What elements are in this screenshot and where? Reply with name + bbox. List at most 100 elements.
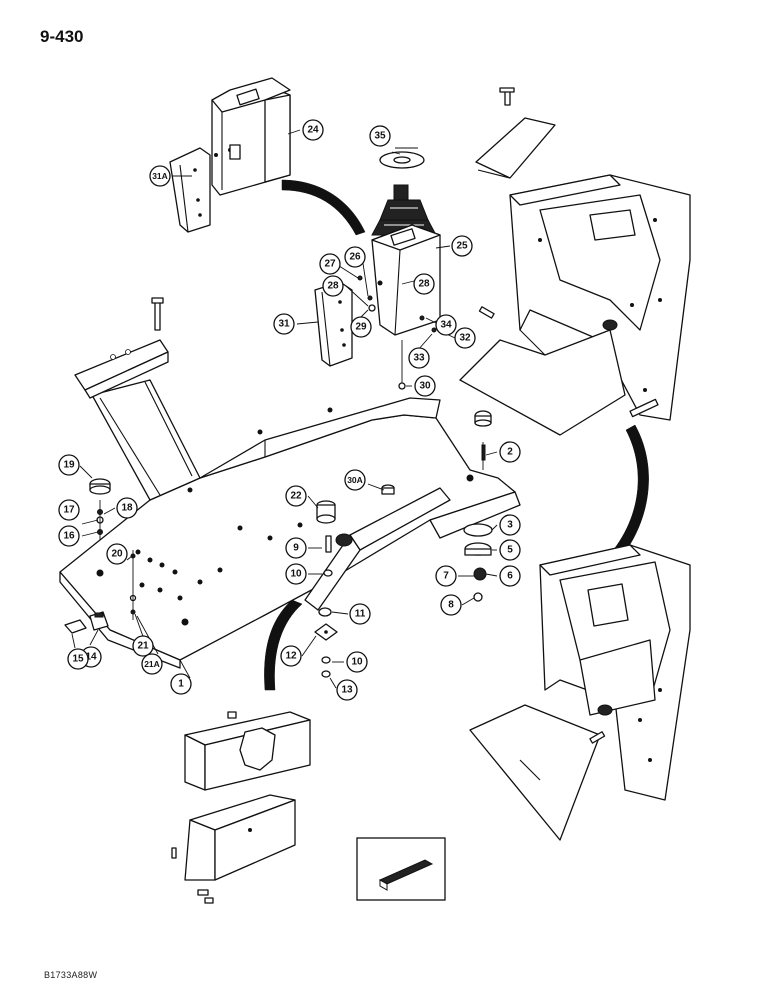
callout-34: 34: [435, 314, 457, 336]
svg-text:1: 1: [178, 679, 184, 690]
plate-holes: [96, 349, 474, 626]
isolator-mount-stack: [463, 523, 493, 602]
svg-text:5: 5: [507, 545, 513, 556]
cover-plate-upper: [475, 87, 556, 179]
clip-14-15: [64, 611, 109, 634]
svg-text:28: 28: [327, 281, 339, 292]
callout-13: 13: [336, 679, 358, 701]
callout-20: 20: [106, 543, 128, 565]
callout-7: 7: [435, 565, 457, 587]
svg-text:21: 21: [137, 641, 149, 652]
tool-box: [184, 711, 311, 791]
callout-22: 22: [285, 485, 307, 507]
callout-21a: 21A: [141, 653, 163, 675]
svg-text:6: 6: [507, 571, 513, 582]
svg-text:34: 34: [440, 320, 452, 331]
tool-box-shelf: [171, 794, 296, 904]
svg-text:26: 26: [349, 252, 361, 263]
svg-text:21A: 21A: [144, 659, 160, 669]
svg-text:31A: 31A: [152, 171, 168, 181]
svg-text:31: 31: [278, 319, 290, 330]
seat-frame-upper: [459, 174, 691, 436]
svg-text:18: 18: [121, 503, 133, 514]
callout-31: 31: [273, 313, 295, 335]
callout-9: 9: [285, 537, 307, 559]
console-24: [211, 77, 291, 196]
seat-frame-lower: [469, 544, 691, 841]
callout-26: 26: [344, 246, 366, 268]
svg-text:25: 25: [456, 241, 468, 252]
plug-30a: [381, 484, 395, 495]
pointer-arrow-lower: [264, 599, 303, 691]
callout-5: 5: [499, 539, 521, 561]
callout-15: 15: [67, 648, 89, 670]
svg-text:35: 35: [374, 131, 386, 142]
plug-19: [89, 478, 111, 495]
rubber-mount-22: [316, 500, 336, 524]
fastener-2: [481, 442, 486, 470]
callout-10-upper: 10: [285, 563, 307, 585]
svg-text:10: 10: [351, 657, 363, 668]
svg-text:17: 17: [63, 505, 75, 516]
callout-6: 6: [499, 565, 521, 587]
callout-29: 29: [350, 316, 372, 338]
seal-35: [379, 147, 425, 169]
svg-text:30A: 30A: [347, 475, 363, 485]
callout-19: 19: [58, 454, 80, 476]
callout-25: 25: [451, 235, 473, 257]
callout-28-right: 28: [413, 273, 435, 295]
callout-33: 33: [408, 347, 430, 369]
seal-strip-inset: [356, 837, 446, 901]
callout-2: 2: [499, 441, 521, 463]
console-fasteners: [357, 275, 437, 390]
callout-30: 30: [414, 375, 436, 397]
svg-text:10: 10: [290, 569, 302, 580]
callout-35: 35: [369, 125, 391, 147]
callout-1: 1: [170, 673, 192, 695]
callout-10-lower: 10: [346, 651, 368, 673]
svg-text:30: 30: [419, 381, 431, 392]
svg-text:16: 16: [63, 531, 75, 542]
plug-2: [474, 410, 492, 427]
console-25: [371, 224, 441, 336]
callout-17: 17: [58, 499, 80, 521]
callout-3: 3: [499, 514, 521, 536]
svg-text:8: 8: [448, 600, 454, 611]
side-panel-31a: [169, 147, 211, 233]
svg-text:11: 11: [355, 609, 366, 620]
svg-text:32: 32: [459, 333, 471, 344]
callout-18: 18: [116, 497, 138, 519]
svg-text:7: 7: [443, 571, 449, 582]
svg-text:3: 3: [507, 520, 513, 531]
callout-12: 12: [280, 645, 302, 667]
svg-text:28: 28: [418, 279, 430, 290]
callout-16: 16: [58, 525, 80, 547]
mount-bracket-11-12: [314, 607, 338, 678]
callout-28-left: 28: [322, 275, 344, 297]
callout-31a: 31A: [149, 165, 171, 187]
callout-8: 8: [440, 594, 462, 616]
pointer-arrow-upper: [281, 179, 366, 236]
svg-text:27: 27: [324, 259, 336, 270]
page-number: 9-430: [40, 27, 84, 46]
svg-text:13: 13: [341, 685, 353, 696]
svg-text:14: 14: [85, 652, 97, 663]
floor-plate: [59, 339, 521, 669]
callout-30a: 30A: [344, 469, 366, 491]
callout-24: 24: [302, 119, 324, 141]
callout-27: 27: [319, 253, 341, 275]
svg-text:19: 19: [63, 460, 75, 471]
svg-text:24: 24: [307, 125, 319, 136]
bolt-column-top: [151, 297, 164, 331]
svg-text:29: 29: [355, 322, 367, 333]
callout-21: 21: [132, 635, 154, 657]
svg-text:33: 33: [413, 353, 425, 364]
svg-text:2: 2: [507, 447, 513, 458]
figure-code: B1733A88W: [44, 970, 98, 980]
svg-text:9: 9: [293, 543, 299, 554]
callout-11: 11: [349, 603, 371, 625]
stud-9: [323, 533, 353, 577]
callout-32: 32: [454, 327, 476, 349]
